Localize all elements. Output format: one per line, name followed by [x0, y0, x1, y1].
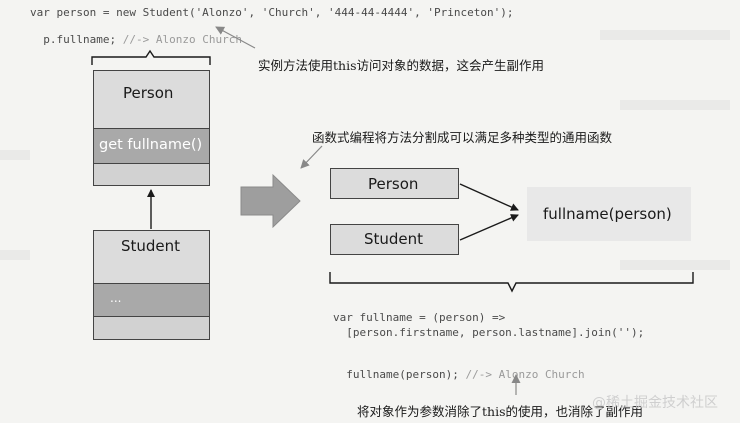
pointer-arrow-functional [300, 145, 323, 169]
code-top-line2-code: p.fullname; [43, 33, 117, 46]
person-header [94, 71, 209, 129]
student-class-label: Student [121, 237, 181, 255]
annotation-instance-method: 实例方法使用this访问对象的数据，这会产生副作用 [258, 58, 544, 73]
watermark: @稀土掘金技术社区 [592, 395, 718, 411]
code-top-line2: p.fullname; //-> Alonzo Church [30, 20, 242, 46]
ghost-strip [0, 250, 30, 260]
annotation-functional-split: 函数式编程将方法分割成可以满足多种类型的通用函数 [312, 130, 613, 145]
pointer-arrow-top [215, 26, 256, 49]
code-top-line1: var person = new Student('Alonzo', 'Chur… [30, 6, 514, 19]
student-to-fn-arrow [459, 214, 519, 241]
ghost-strip [620, 100, 730, 110]
top-brace [91, 49, 211, 65]
person-class-label: Person [123, 84, 174, 102]
ghost-strip [0, 150, 30, 160]
fullname-function-label: fullname(person) [543, 205, 672, 223]
transform-arrow [240, 173, 301, 229]
ghost-strip [600, 30, 730, 40]
student-body-row [94, 284, 209, 317]
person-class-box [93, 70, 210, 186]
ghost-strip [620, 260, 730, 270]
person-to-fn-arrow [459, 183, 519, 211]
annotation-param-note: 将对象作为参数消除了this的使用，也消除了副作用 [357, 404, 643, 419]
right-student-label: Student [364, 230, 424, 248]
bottom-brace [329, 272, 694, 293]
fullname-method-label: get fullname() [99, 137, 203, 153]
code-bottom-line1: var fullname = (person) => [333, 311, 506, 324]
student-header [94, 231, 209, 284]
method-row [94, 129, 209, 164]
student-class-box [93, 230, 210, 340]
code-bottom-line3-code: fullname(person); [346, 368, 459, 381]
code-bottom-line2: [person.firstname, person.lastname].join… [333, 326, 645, 339]
right-person-label: Person [368, 175, 419, 193]
right-person-box [330, 168, 459, 199]
student-ellipsis: ... [110, 291, 122, 305]
right-student-box [330, 224, 459, 255]
fullname-function-box [527, 187, 691, 241]
